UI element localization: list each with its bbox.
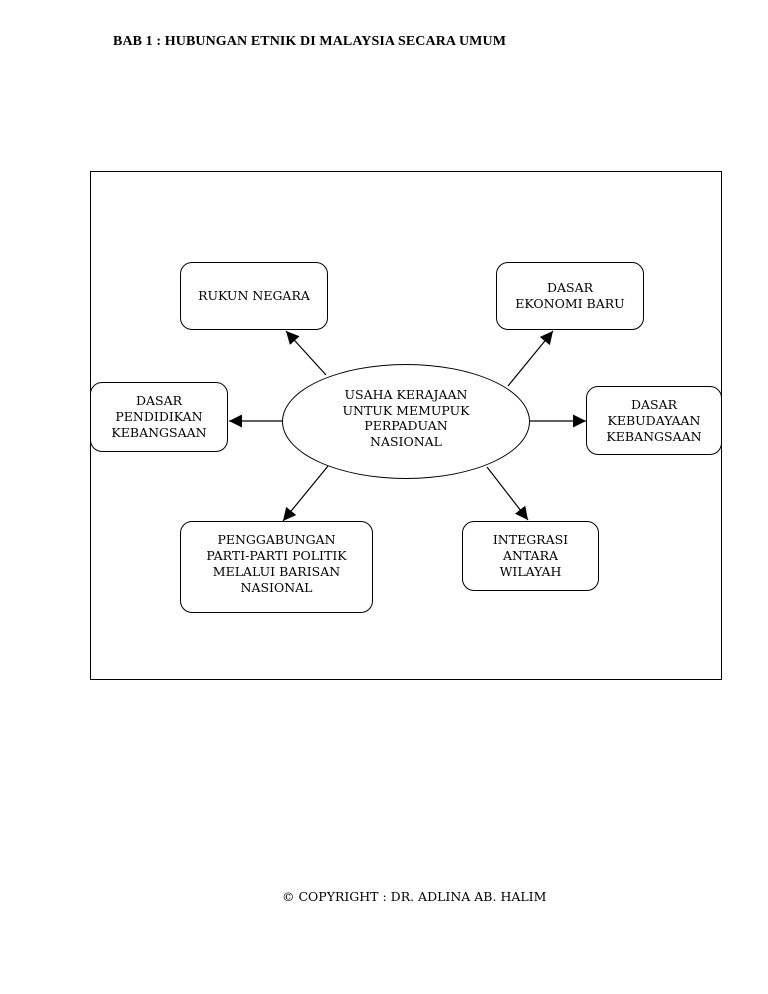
node-penggabungan-parti-politik: PENGGABUNGAN PARTI-PARTI POLITIK MELALUI… xyxy=(180,521,373,613)
node-integrasi-antara-wilayah: INTEGRASI ANTARA WILAYAH xyxy=(462,521,599,591)
node-dasar-ekonomi-baru: DASAR EKONOMI BARU xyxy=(496,262,644,330)
page-header-title: BAB 1 : HUBUNGAN ETNIK DI MALAYSIA SECAR… xyxy=(113,34,507,49)
node-dasar-kebudayaan-kebangsaan: DASAR KEBUDAYAAN KEBANGSAAN xyxy=(586,386,722,455)
footer-copyright: © COPYRIGHT : DR. ADLINA AB. HALIM xyxy=(282,889,547,904)
arrow-to-integrasi-wilayah xyxy=(486,466,529,521)
arrow-to-dasar-ekonomi-baru xyxy=(507,330,554,387)
node-rukun-negara: RUKUN NEGARA xyxy=(180,262,328,330)
node-dasar-pendidikan-kebangsaan: DASAR PENDIDIKAN KEBANGSAAN xyxy=(90,382,228,452)
arrow-to-penggabungan-parti xyxy=(282,465,329,522)
arrow-to-rukun-negara xyxy=(285,330,327,376)
node-center-usaha-kerajaan: USAHA KERAJAAN UNTUK MEMUPUK PERPADUAN N… xyxy=(282,364,530,479)
